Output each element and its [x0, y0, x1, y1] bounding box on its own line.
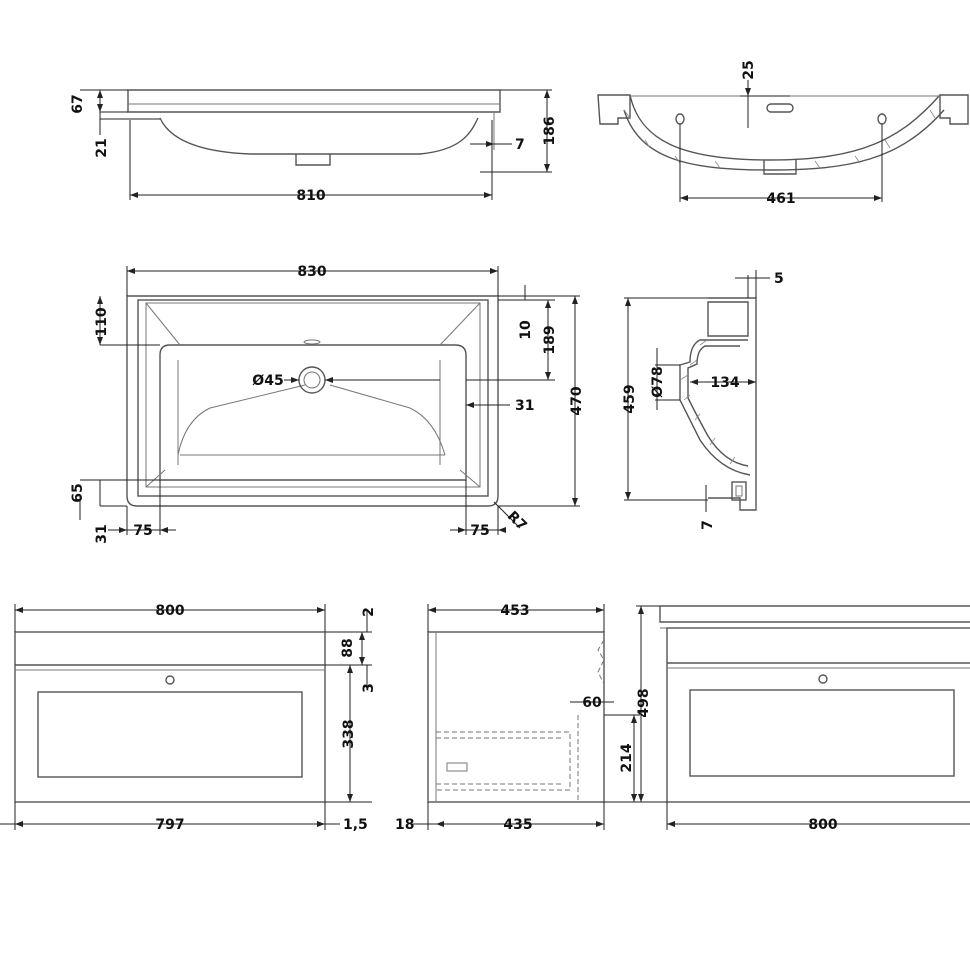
dim-800-front: 800 [155, 603, 184, 619]
basin-plan-view [79, 266, 580, 535]
dim-88: 88 [340, 638, 356, 657]
dim-189: 189 [542, 325, 558, 354]
dim-186: 186 [542, 116, 558, 145]
dim-18: 18 [395, 817, 414, 833]
unit-side-section [410, 604, 640, 830]
dim-459: 459 [622, 384, 638, 413]
dimension-arrowheads [15, 88, 882, 827]
dim-453: 453 [500, 603, 529, 619]
dim-435: 435 [503, 817, 532, 833]
dim-214: 214 [619, 743, 635, 772]
dim-5: 5 [774, 271, 784, 287]
basin-front-elevation [80, 89, 552, 200]
dim-3: 3 [361, 683, 377, 693]
dim-498: 498 [636, 688, 652, 717]
dim-830: 830 [297, 264, 326, 280]
dim-r7: R7 [504, 508, 530, 534]
dim-797: 797 [155, 817, 184, 833]
dim-461: 461 [766, 191, 795, 207]
dim-25: 25 [741, 60, 757, 79]
dim-65: 65 [70, 483, 86, 502]
dim-21: 21 [94, 138, 110, 157]
dim-dia78: Ø78 [650, 366, 666, 397]
dim-2: 2 [361, 607, 377, 617]
dim-60: 60 [582, 695, 602, 711]
dim-338: 338 [341, 719, 357, 748]
unit-front-elevation [0, 604, 372, 830]
dim-800-assembly: 800 [808, 817, 837, 833]
dim-dia45: Ø45 [252, 373, 283, 389]
dim-110: 110 [94, 307, 110, 336]
dim-67: 67 [70, 94, 86, 113]
dim-810: 810 [296, 188, 325, 204]
dim-134: 134 [710, 375, 739, 391]
unit-with-basin-elevation [636, 605, 970, 830]
dim-75-left: 75 [133, 523, 152, 539]
basin-cross-section [597, 80, 969, 202]
dim-10: 10 [518, 320, 534, 340]
dimension-labels: 67 21 186 7 810 25 461 830 110 10 189 47… [70, 60, 838, 833]
dim-75-right: 75 [470, 523, 489, 539]
basin-side-section [624, 270, 770, 512]
dim-31-left: 31 [94, 524, 110, 543]
dim-470: 470 [569, 386, 585, 415]
dim-7-top: 7 [515, 137, 525, 153]
dim-31-right: 31 [515, 398, 534, 414]
dim-7-side: 7 [700, 520, 716, 530]
dim-1-5: 1,5 [343, 817, 368, 833]
